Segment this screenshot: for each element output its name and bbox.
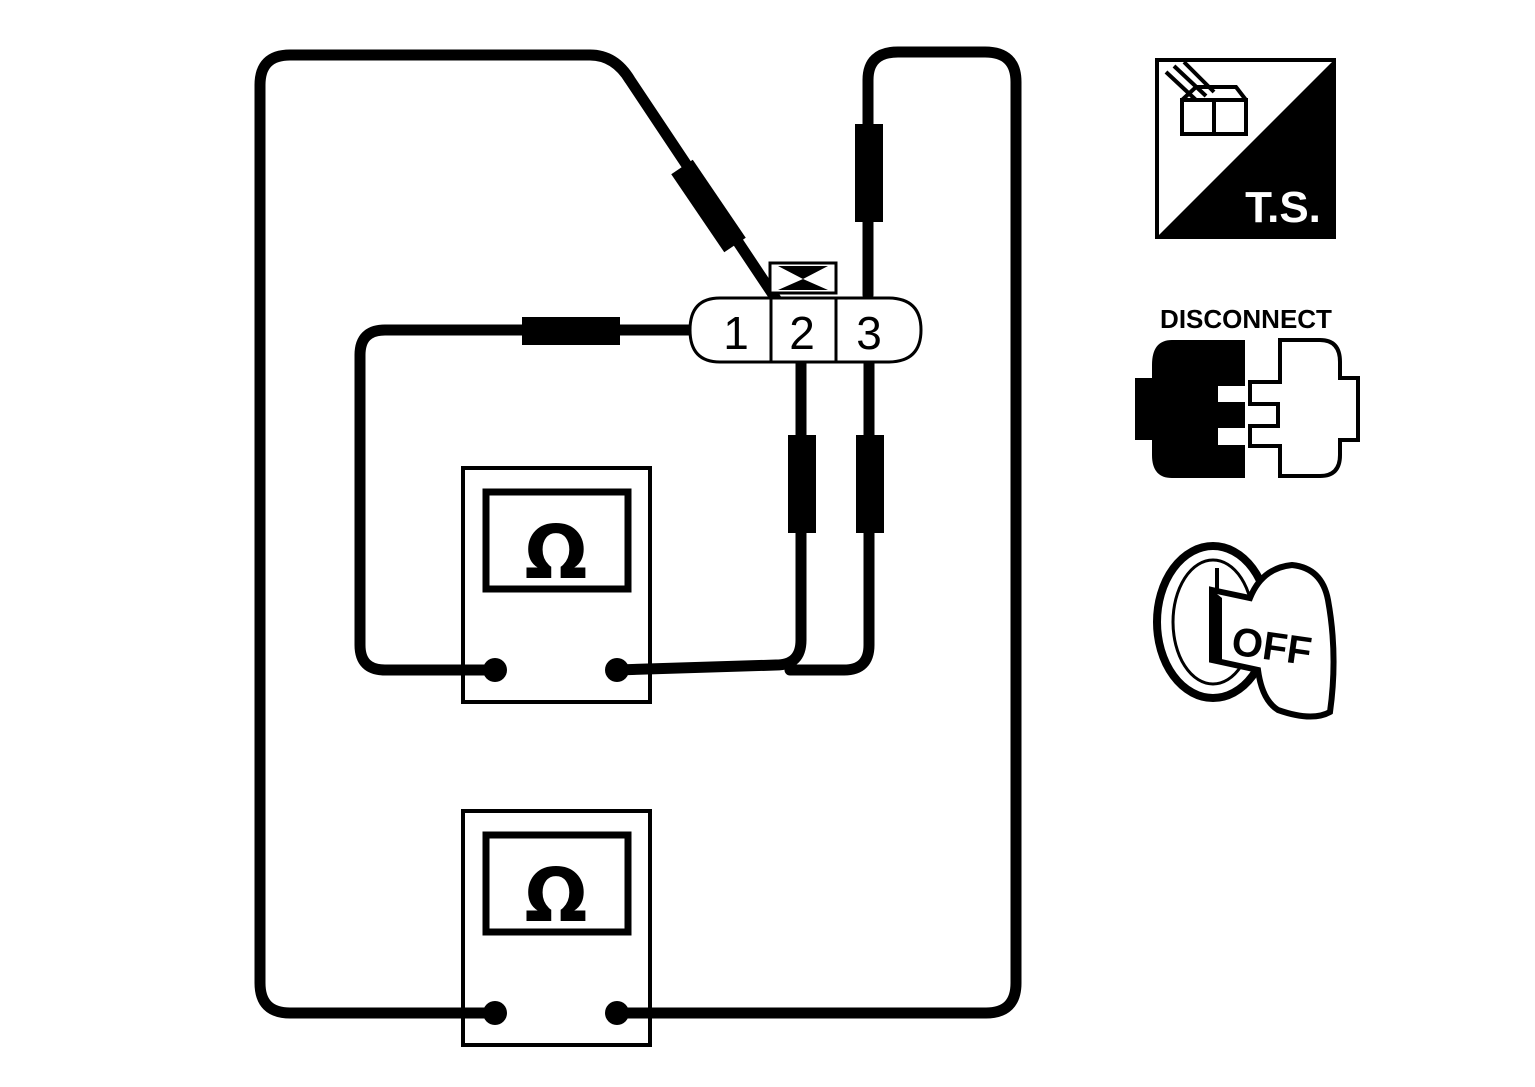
connector-pin-3: 3 (856, 307, 882, 359)
connector-block-icon (1164, 60, 1248, 136)
lower-ohmmeter-display (482, 831, 632, 936)
wire-pin3-to-lower-meter (611, 46, 1022, 1019)
disconnect-plug-left (1135, 340, 1245, 478)
connector-pin-2: 2 (789, 307, 815, 359)
lower-ohmmeter-body (461, 809, 652, 1047)
probe-pin3-top (855, 124, 883, 222)
lower-ohmmeter-terminal-left (483, 1001, 507, 1025)
connector-lock-icon (778, 266, 828, 290)
wire-pin1-to-upper-meter (354, 324, 696, 676)
connector: 1 2 3 (688, 261, 923, 364)
connector-outline (688, 296, 923, 364)
lower-ohmmeter: Ω (461, 809, 652, 1047)
wire-pin2-to-upper-meter (611, 356, 807, 676)
ignition-key (1209, 561, 1337, 720)
probe-pin1 (522, 317, 620, 345)
wire-pin3-to-upper-meter (784, 356, 875, 676)
probe-pin2-bottom (788, 435, 816, 533)
wires (254, 46, 1022, 1019)
wire-pin2-to-lower-meter (254, 49, 786, 1019)
probe-pin3-bottom (856, 435, 884, 533)
disconnect-icon: DISCONNECT (1135, 304, 1360, 478)
probe-diagonal (671, 159, 746, 253)
ts-label: T.S. (1245, 183, 1321, 232)
upper-ohmmeter-symbol: Ω (525, 510, 588, 596)
disconnect-plug-right (1248, 338, 1360, 478)
lower-ohmmeter-terminal-right (605, 1001, 629, 1025)
ignition-off-icon: OFF (1153, 542, 1337, 720)
connector-pin-1: 1 (723, 307, 749, 359)
lower-ohmmeter-symbol: Ω (525, 853, 588, 939)
probes (522, 124, 884, 533)
upper-ohmmeter-terminal-right (605, 658, 629, 682)
troubleshooting-icon: T.S. (1155, 58, 1336, 239)
upper-ohmmeter-display (482, 488, 632, 593)
upper-ohmmeter-terminal-left (483, 658, 507, 682)
disconnect-label: DISCONNECT (1160, 304, 1332, 334)
upper-ohmmeter: Ω (461, 466, 652, 704)
upper-ohmmeter-body (461, 466, 652, 704)
